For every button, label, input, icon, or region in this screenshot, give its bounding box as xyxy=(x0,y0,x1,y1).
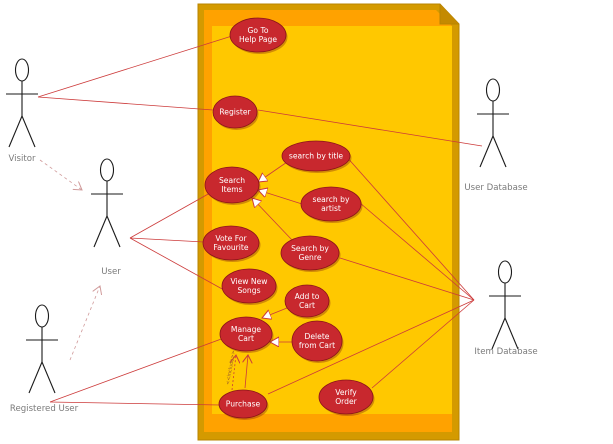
usecase-label: Songs xyxy=(237,286,260,295)
usecase-label: Add to xyxy=(295,292,320,301)
actor-leg-right xyxy=(492,135,507,168)
usecase-label: View New xyxy=(231,277,268,286)
associations xyxy=(37,35,483,406)
actor-leg-right xyxy=(41,361,56,394)
actor-leg-left xyxy=(28,361,43,394)
actor-leg-left xyxy=(8,115,23,148)
actor-label: Visitor xyxy=(8,154,36,164)
actor-label: Item Database xyxy=(474,347,537,357)
actor-head xyxy=(14,58,30,82)
usecase-label: search by xyxy=(313,195,350,204)
usecase-label: from Cart xyxy=(299,341,335,350)
actors: Visitor User Registered User User Databa… xyxy=(6,58,538,414)
usecase-ellipse xyxy=(281,140,351,172)
actor-leg-right xyxy=(106,215,121,248)
usecase-label: artist xyxy=(321,204,341,213)
actor-label: User Database xyxy=(464,183,527,193)
usecase-ellipse xyxy=(229,17,287,53)
usecase-search-by-title[interactable]: search by title xyxy=(281,140,352,173)
actor-head xyxy=(497,260,513,284)
usecase-purchase[interactable]: Purchase xyxy=(218,389,269,420)
actor-leg-right xyxy=(21,115,36,148)
usecase-label: Items xyxy=(221,185,242,194)
usecase-label: Register xyxy=(219,108,251,117)
actor-leg-left xyxy=(479,135,494,168)
usecase-ellipse xyxy=(284,284,330,318)
actor-head xyxy=(99,158,115,182)
usecase-label: Manage xyxy=(231,325,261,334)
usecase-label: Search xyxy=(219,176,245,185)
usecase-ellipse xyxy=(212,95,258,129)
actor-registered-user[interactable]: Registered User xyxy=(10,304,79,414)
usecase-label: Search by xyxy=(291,244,329,253)
usecase-ellipse xyxy=(202,225,260,261)
actor-leg-left xyxy=(93,215,108,248)
usecase-ellipse xyxy=(221,268,277,304)
actor-visitor[interactable]: Visitor xyxy=(6,58,38,164)
usecase-label: search by title xyxy=(289,152,344,161)
actor-item-database[interactable]: Item Database xyxy=(474,260,538,357)
usecase-label: Genre xyxy=(299,253,322,262)
usecase-ellipse xyxy=(204,166,260,204)
usecase-label: Delete xyxy=(305,332,330,341)
usecase-label: Order xyxy=(335,397,357,406)
actor-generalizations xyxy=(39,159,100,361)
usecase-label: Purchase xyxy=(226,400,261,409)
actor-head xyxy=(34,304,50,328)
usecase-register[interactable]: Register xyxy=(212,95,259,130)
usecase-label: Favourite xyxy=(213,243,248,252)
usecase-label: Cart xyxy=(299,301,315,310)
usecase-ellipse xyxy=(300,186,362,222)
usecase-ellipse xyxy=(218,389,268,419)
usecase-label: Go To xyxy=(248,26,269,35)
actor-label: User xyxy=(101,267,121,277)
usecase-ellipse xyxy=(291,320,343,362)
actor-leg-right xyxy=(504,317,519,350)
actor-leg-left xyxy=(491,317,506,350)
usecase-label: Cart xyxy=(238,334,254,343)
relations xyxy=(232,159,303,391)
usecase-label: Help Page xyxy=(239,35,277,44)
usecase-ellipse xyxy=(318,379,374,415)
actor-user[interactable]: User xyxy=(91,158,123,277)
actor-user-database[interactable]: User Database xyxy=(464,78,528,193)
usecase-label: Verify xyxy=(335,388,357,397)
usecase-label: Vote For xyxy=(215,234,247,243)
actor-label: Registered User xyxy=(10,404,79,414)
usecase-ellipse xyxy=(280,235,340,271)
include-stereotype: <<include>> xyxy=(225,350,237,385)
actor-head xyxy=(485,78,501,102)
usecase-ellipse xyxy=(219,316,273,352)
